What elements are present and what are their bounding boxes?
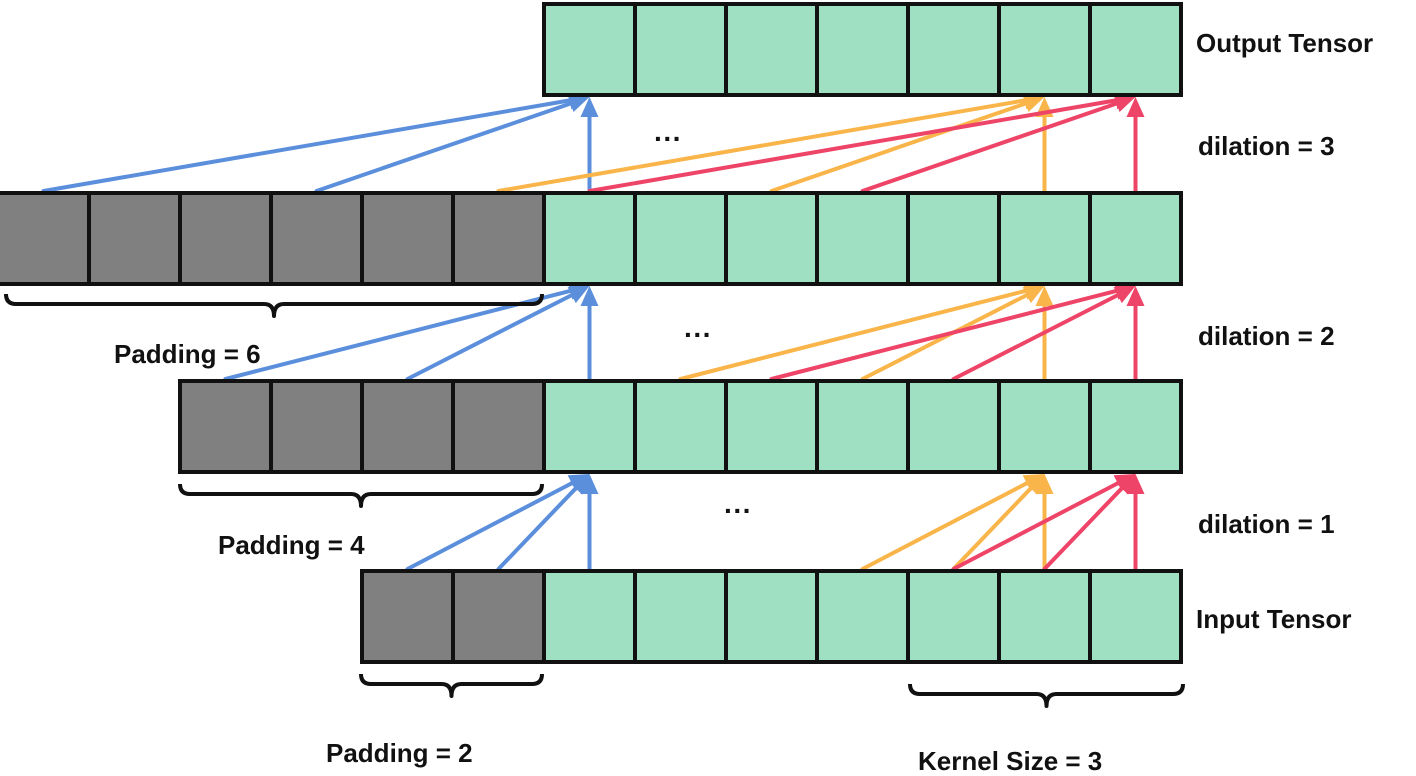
arrow-head [1022, 95, 1045, 113]
padding-cell [269, 191, 364, 286]
arrow-head [580, 474, 599, 494]
padding-cell [451, 569, 546, 664]
ellipsis-dilation-3: ··· [654, 123, 682, 154]
arrow-line [860, 481, 1029, 571]
arrow-head [1126, 97, 1145, 117]
data-cell [1088, 379, 1183, 474]
arrow-line [951, 486, 1033, 571]
padding-cell [178, 379, 273, 474]
data-cell [906, 379, 1001, 474]
arrow-head [1126, 474, 1145, 494]
dilation-3-label: dilation = 3 [1198, 131, 1335, 161]
arrow-head [1022, 286, 1045, 304]
data-cell [633, 2, 728, 97]
data-cell [633, 379, 728, 474]
output-tensor-label: Output Tensor [1196, 28, 1373, 58]
brace [908, 683, 1185, 708]
data-cell [997, 569, 1092, 664]
arrow-head [1035, 474, 1054, 494]
arrow-line [769, 288, 1119, 381]
arrow-line [405, 481, 574, 571]
data-cell [633, 569, 728, 664]
arrow-line [951, 481, 1120, 571]
arrow-head [1113, 95, 1136, 113]
arrow-line [496, 98, 1027, 193]
padding-cell [0, 191, 91, 286]
data-cell [815, 191, 910, 286]
ellipsis-dilation-1: ··· [724, 495, 752, 526]
padding-4-label: Padding = 4 [218, 530, 365, 560]
arrow-head [1035, 286, 1054, 306]
data-cell [1088, 569, 1183, 664]
brace [178, 483, 544, 508]
data-cell [542, 191, 637, 286]
padding-6-label: Padding = 6 [114, 339, 261, 369]
padding-cell [360, 379, 455, 474]
data-cell [815, 2, 910, 97]
brace [4, 293, 544, 318]
data-cell [542, 569, 637, 664]
arrow-line [405, 293, 574, 381]
arrow-head [1024, 474, 1045, 495]
arrow-head [580, 286, 599, 306]
data-cell [724, 2, 819, 97]
data-cell [724, 569, 819, 664]
data-cell [633, 191, 728, 286]
arrow-line [769, 101, 1028, 193]
data-cell [1088, 191, 1183, 286]
data-cell [997, 2, 1092, 97]
padding-cell [360, 191, 455, 286]
arrow-line [951, 293, 1120, 381]
padding-cell [451, 379, 546, 474]
arrow-head [1126, 286, 1145, 306]
arrow-line [314, 101, 573, 193]
arrow-head [567, 286, 590, 304]
arrow-line [587, 98, 1118, 193]
input-tensor-label: Input Tensor [1196, 604, 1352, 634]
data-cell [906, 569, 1001, 664]
data-cell [906, 2, 1001, 97]
data-cell [542, 379, 637, 474]
padding-cell [451, 191, 546, 286]
data-cell [724, 191, 819, 286]
data-cell [997, 379, 1092, 474]
arrow-line [496, 486, 578, 571]
data-cell [906, 191, 1001, 286]
arrow-line [860, 293, 1029, 381]
padding-cell [87, 191, 182, 286]
padding-2-label: Padding = 2 [326, 738, 473, 768]
connection-arrows [41, 91, 1145, 571]
arrow-head [1115, 474, 1136, 495]
dilation-1-label: dilation = 1 [1198, 509, 1335, 539]
data-cell [724, 379, 819, 474]
arrow-head [569, 474, 590, 495]
data-cell [997, 191, 1092, 286]
arrow-head [580, 97, 599, 117]
padding-cell [360, 569, 455, 664]
arrow-line [860, 101, 1119, 193]
tensor-cells [0, 2, 1183, 664]
brace [359, 673, 544, 698]
data-cell [815, 379, 910, 474]
dilation-2-label: dilation = 2 [1198, 321, 1335, 351]
padding-cell [178, 191, 273, 286]
arrow-line [41, 98, 572, 193]
arrow-head [567, 95, 590, 113]
arrow-head [1113, 286, 1136, 304]
braces [4, 293, 1185, 708]
arrow-line [678, 288, 1028, 381]
data-cell [542, 2, 637, 97]
kernel-size-label: Kernel Size = 3 [918, 746, 1102, 776]
data-cell [815, 569, 910, 664]
arrow-line [1042, 486, 1124, 571]
padding-cell [269, 379, 364, 474]
data-cell [1088, 2, 1183, 97]
ellipsis-dilation-2: ··· [684, 319, 712, 350]
